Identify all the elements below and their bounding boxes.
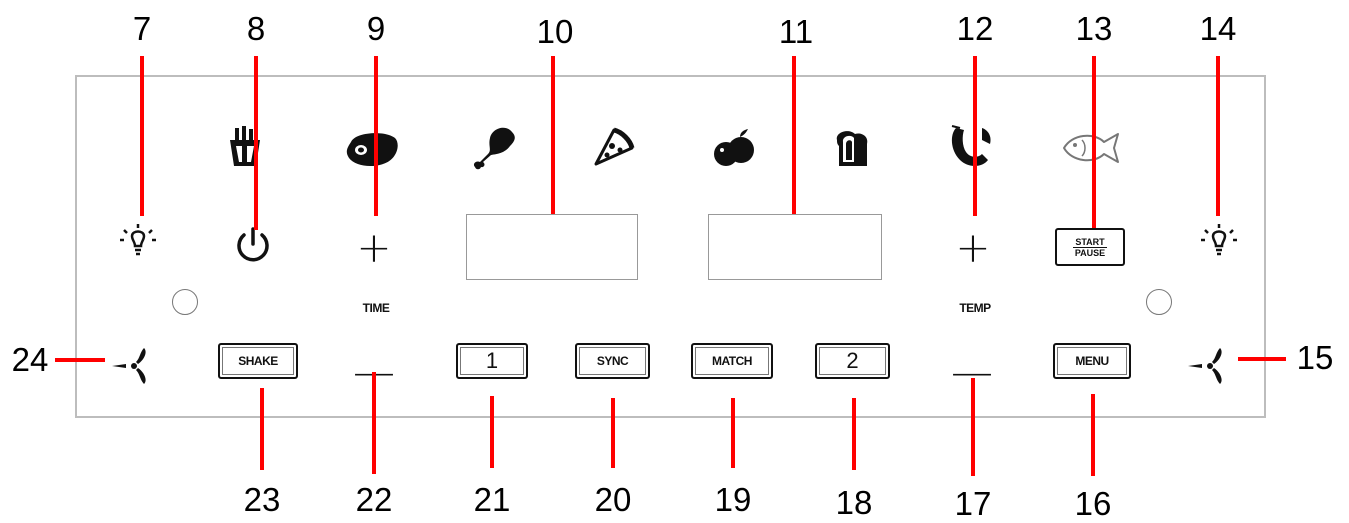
- fan-icon[interactable]: [110, 346, 156, 386]
- zone1-button[interactable]: 1: [456, 343, 528, 379]
- leader-line-20: [611, 398, 615, 468]
- callout-11: 11: [778, 13, 814, 50]
- pizza-icon: [594, 127, 635, 166]
- leader-line-24: [55, 358, 105, 362]
- leader-line-15: [1238, 357, 1286, 361]
- fan-icon[interactable]: [1186, 346, 1232, 386]
- fish-icon: [1063, 133, 1119, 163]
- callout-13: 13: [1075, 10, 1113, 47]
- vegetables-icon: [714, 129, 754, 166]
- zone2-indicator-ring: [1146, 289, 1172, 315]
- light-icon[interactable]: [1196, 222, 1242, 262]
- leader-line-10: [551, 56, 555, 214]
- callout-22: 22: [355, 481, 393, 518]
- leader-line-12: [973, 56, 977, 216]
- callout-17: 17: [954, 485, 992, 522]
- leader-line-9: [374, 56, 378, 216]
- callout-21: 21: [473, 481, 511, 518]
- callout-10: 10: [536, 13, 574, 50]
- leader-line-14: [1216, 56, 1220, 216]
- callout-9: 9: [366, 10, 386, 47]
- pause-label: PAUSE: [1074, 247, 1106, 258]
- fries-icon: [230, 126, 260, 166]
- leader-line-11: [792, 56, 796, 214]
- leader-line-17: [971, 378, 975, 476]
- temp-plus-button[interactable]: +: [955, 223, 991, 272]
- leader-line-16: [1091, 394, 1095, 476]
- leader-line-23: [260, 388, 264, 470]
- callout-15: 15: [1296, 339, 1334, 376]
- bread-icon: [836, 131, 868, 166]
- callout-16: 16: [1074, 485, 1112, 522]
- leader-line-19: [731, 398, 735, 468]
- sync-button[interactable]: SYNC: [575, 343, 650, 379]
- time-plus-button[interactable]: +: [356, 223, 392, 272]
- shake-button[interactable]: SHAKE: [218, 343, 298, 379]
- start-pause-button[interactable]: START PAUSE: [1055, 228, 1125, 266]
- callout-19: 19: [714, 481, 752, 518]
- leader-line-22: [372, 372, 376, 474]
- leader-line-21: [490, 396, 494, 468]
- callout-12: 12: [956, 10, 994, 47]
- callout-8: 8: [246, 10, 266, 47]
- chicken-drumstick-icon: [473, 127, 515, 170]
- leader-line-13: [1092, 56, 1096, 228]
- callout-7: 7: [132, 10, 152, 47]
- callout-23: 23: [243, 481, 281, 518]
- shrimp-icon: [951, 125, 991, 166]
- match-button[interactable]: MATCH: [691, 343, 773, 379]
- steak-icon: [346, 133, 398, 166]
- zone1-display: [466, 214, 638, 280]
- leader-line-7: [140, 56, 144, 216]
- callout-14: 14: [1199, 10, 1237, 47]
- leader-line-18: [852, 398, 856, 470]
- menu-button[interactable]: MENU: [1053, 343, 1131, 379]
- light-icon[interactable]: [115, 222, 161, 262]
- callout-24: 24: [11, 341, 49, 378]
- zone2-display: [708, 214, 882, 280]
- power-icon[interactable]: [232, 225, 274, 267]
- time-label: TIME: [362, 301, 390, 315]
- callout-18: 18: [835, 484, 873, 521]
- leader-line-8: [254, 56, 258, 230]
- callout-20: 20: [594, 481, 632, 518]
- zone2-button[interactable]: 2: [815, 343, 890, 379]
- temp-label: TEMP: [959, 301, 991, 315]
- zone1-indicator-ring: [172, 289, 198, 315]
- start-label: START: [1073, 236, 1107, 248]
